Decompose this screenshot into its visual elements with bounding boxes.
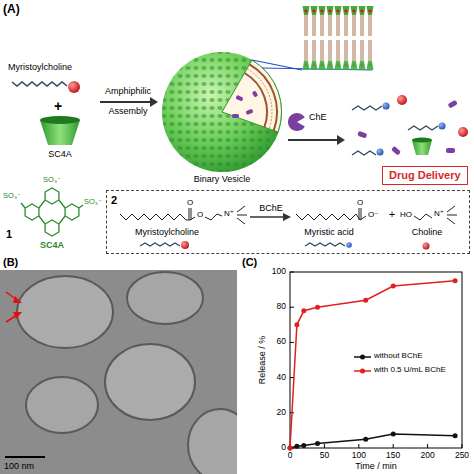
compound-number: 1 [6, 228, 12, 241]
panel-label: (C) [242, 256, 257, 269]
plus-sign: + [54, 98, 62, 114]
reaction-box: 2Myristoylcholine BChE Myristic acid Cholin… [106, 190, 470, 254]
scale-bar-label: 100 nm [4, 461, 34, 471]
result-label: Drug Delivery [389, 169, 461, 182]
enzyme-label: BChE [259, 203, 283, 213]
axis-tick: 50 [320, 451, 329, 461]
enzyme-label: ChE [309, 112, 327, 122]
atom-label: O [357, 198, 363, 207]
molecule-name: Myristic acid [304, 227, 354, 237]
arrow-label: Amphiphilic [105, 86, 151, 96]
atom-label: O [197, 210, 203, 219]
enzyme-che [288, 113, 345, 145]
bilayer-inset [252, 6, 374, 70]
binary-vesicle [162, 52, 282, 172]
legend-samples [354, 355, 371, 374]
axis-tick: 20 [277, 408, 286, 418]
delivery-box: Drug Delivery [382, 166, 468, 185]
axis-tick: 250 [455, 451, 469, 461]
axis-tick: 0 [281, 443, 286, 453]
myristoylcholine-icon [12, 81, 80, 93]
release-chart [288, 272, 463, 451]
atom-label: HO [400, 210, 412, 219]
panel-label: (B) [3, 256, 18, 269]
compound-name: SC4A [40, 240, 64, 250]
plus-sign: + [389, 208, 395, 221]
molecule-name: SC4A [48, 149, 72, 159]
arrow-label: Assembly [108, 106, 147, 116]
reaction-arrow [250, 213, 291, 221]
axis-tick: 150 [386, 451, 400, 461]
axis-tick: 40 [277, 373, 286, 383]
tem-image [0, 270, 237, 474]
axis-tick: 0 [288, 451, 293, 461]
sulfonate-group: SO₃⁻ [43, 176, 61, 185]
axis-tick: 100 [272, 267, 286, 277]
sc4a-cup [40, 116, 80, 145]
compound-number: 2 [111, 194, 117, 207]
axis-tick: 200 [421, 451, 435, 461]
molecule-name: Choline [412, 227, 443, 237]
axis-tick: 80 [277, 302, 286, 312]
molecule-name: Myristoylcholine [135, 227, 199, 237]
sulfonate-group: SO₃⁻ [3, 192, 21, 201]
panel-label: (A) [3, 3, 20, 17]
axis-tick: 100 [352, 451, 366, 461]
assembly-arrow [100, 97, 158, 107]
legend-text: with 0.5 U/mL BChE [374, 365, 446, 374]
reaction-scheme [120, 206, 457, 224]
atom-label: O [187, 198, 193, 207]
vesicle-label: Binary Vesicle [194, 174, 251, 184]
atom-label: N⁺ [224, 209, 234, 218]
atom-label: N⁺ [434, 209, 444, 218]
sc4a-structure [21, 188, 83, 236]
molecule-name: Myristoylcholine [8, 62, 72, 72]
released-products [352, 95, 468, 156]
axis-tick: 60 [277, 337, 286, 347]
atom-label: O⁻ [368, 210, 378, 219]
axis-title: Time / min [355, 461, 397, 471]
axis-title: Release / % [257, 336, 267, 385]
legend-text: without BChE [374, 351, 422, 360]
scheme-icons [140, 241, 430, 250]
sulfonate-group: SO₃⁻ [84, 198, 102, 207]
